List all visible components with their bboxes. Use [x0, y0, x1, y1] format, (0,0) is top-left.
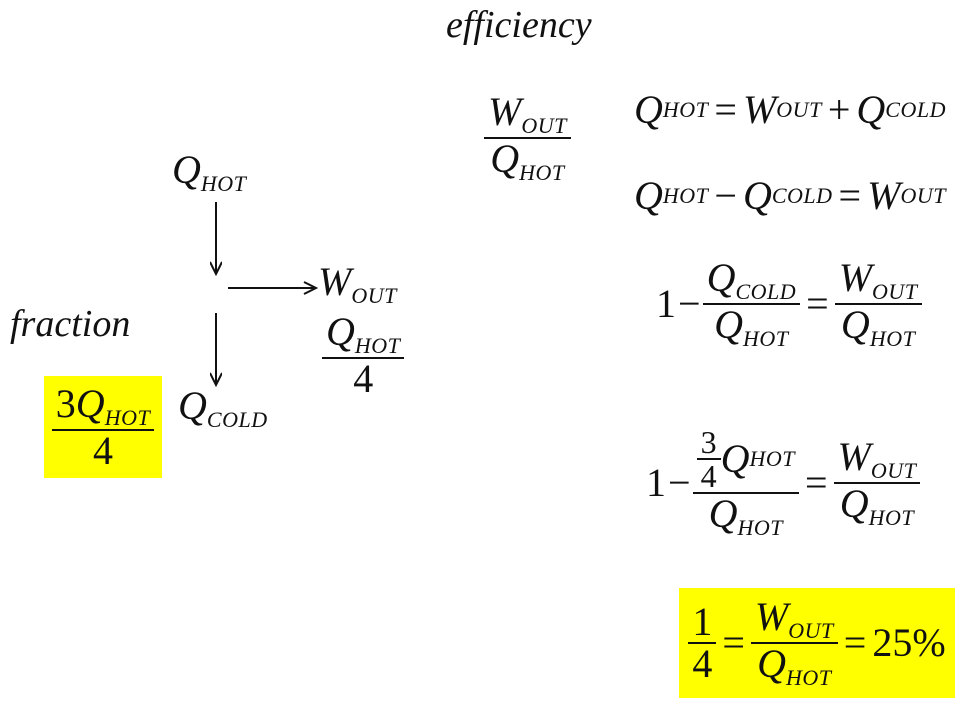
w-out-value-den: 4: [353, 356, 374, 401]
title-efficiency: efficiency: [446, 4, 592, 46]
efficiency-definition: WOUT QHOT: [484, 92, 571, 184]
result-num: 1: [692, 599, 713, 644]
eq3-f2-num-sub: OUT: [872, 279, 918, 304]
eq2-b-sub: COLD: [771, 183, 833, 208]
eq1-c-sub: COLD: [885, 97, 946, 122]
eq1-op1: =: [714, 87, 737, 132]
q-cold-value-den: 4: [93, 427, 113, 473]
eq4-f1-num-sub: HOT: [749, 446, 795, 471]
result-f-num-sub: OUT: [788, 618, 834, 643]
eq4-f2-num-sub: OUT: [870, 457, 917, 483]
eq2-b: Q: [742, 173, 772, 218]
eq1-a: Q: [634, 87, 663, 132]
eq1-op2: +: [827, 87, 851, 132]
eq3-one: 1: [656, 281, 676, 326]
eq4-minus: −: [668, 459, 691, 505]
w-out-main: W: [318, 259, 352, 304]
q-cold-sub: COLD: [206, 407, 268, 432]
q-cold-value-coef: 3: [55, 380, 76, 426]
arrow-down-hot-icon: [209, 202, 223, 277]
eq3-f2-num: W: [838, 255, 873, 300]
eq2-a-sub: HOT: [662, 183, 709, 208]
arrow-down-cold-icon: [209, 313, 223, 388]
eq2-c-sub: OUT: [900, 183, 946, 208]
eq3-f1-den-sub: HOT: [743, 326, 789, 351]
q-cold-label: QCOLD: [178, 386, 268, 431]
eff-num-sub: OUT: [521, 113, 567, 138]
q-cold-value-highlight: 3QHOT 4: [44, 376, 162, 478]
fraction-label: fraction: [10, 303, 131, 345]
eq1-a-sub: HOT: [662, 97, 709, 122]
eq1-c: Q: [856, 87, 886, 132]
eq3-eq: =: [806, 281, 829, 326]
q-hot-main: Q: [172, 147, 201, 192]
q-cold-main: Q: [178, 383, 207, 428]
result-den: 4: [692, 641, 713, 686]
fraction-bar: [51, 428, 155, 431]
result-eq2: =: [843, 620, 867, 665]
w-out-value-fraction: QHOT 4: [322, 309, 405, 401]
eq4-f1-den-sub: HOT: [737, 515, 783, 540]
eq4-one: 1: [646, 459, 666, 505]
w-out-label: WOUT: [318, 262, 397, 307]
w-out-value-num-main: Q: [326, 309, 355, 354]
fraction-bar: [834, 303, 922, 305]
fraction-bar: [322, 357, 405, 359]
eq4-inner-num: 3: [700, 424, 717, 460]
fraction-bar: [484, 137, 571, 139]
eq2-op1: −: [714, 173, 737, 218]
eq4-eq: =: [804, 459, 828, 505]
eff-num-main: W: [488, 89, 522, 134]
result-eq1: =: [722, 620, 745, 665]
eq4-f2-den: Q: [839, 480, 869, 526]
fraction-bar: [688, 642, 717, 644]
result-f-den-sub: HOT: [786, 665, 832, 690]
w-out-sub: OUT: [351, 283, 397, 308]
result-percent: 25%: [872, 620, 946, 665]
fraction-bar: [750, 642, 838, 644]
arrow-right-work-icon: [228, 281, 319, 295]
eff-den-main: Q: [490, 136, 520, 181]
result-f-den: Q: [757, 641, 787, 686]
equation-ratio-form: 1 − QCOLD QHOT = WOUT QHOT: [656, 258, 922, 350]
eq3-f1-den: Q: [714, 302, 744, 347]
eq4-f2-num: W: [837, 433, 871, 479]
eq3-minus: −: [678, 281, 701, 326]
eq1-b: W: [742, 87, 777, 132]
eq2-c: W: [867, 173, 901, 218]
eq4-f1-den: Q: [708, 491, 738, 536]
result-f-num: W: [754, 594, 789, 639]
q-hot-sub: HOT: [200, 171, 247, 196]
eq4-f2-den-sub: HOT: [868, 504, 915, 530]
w-out-value-num-sub: HOT: [354, 333, 401, 358]
q-hot-label: QHOT: [172, 150, 246, 195]
eq3-f1-num-sub: COLD: [735, 279, 797, 304]
fraction-bar: [833, 481, 921, 484]
eq3-f1-num: Q: [706, 255, 736, 300]
eq3-f2-den: Q: [840, 302, 870, 347]
eq4-f1-num: Q: [720, 436, 750, 481]
eq1-b-sub: OUT: [776, 97, 822, 122]
eq2-a: Q: [634, 173, 663, 218]
fraction-bar: [702, 303, 801, 305]
eq2-op2: =: [838, 173, 862, 218]
eq3-f2-den-sub: HOT: [869, 326, 916, 351]
q-cold-value-num-main: Q: [75, 380, 105, 426]
eff-den-sub: HOT: [519, 160, 565, 185]
q-cold-value-num-sub: HOT: [104, 404, 151, 430]
eq4-inner-den: 4: [700, 458, 717, 494]
fraction-bar: [696, 458, 721, 460]
result-highlight: 1 4 = WOUT QHOT = 25%: [679, 588, 955, 698]
fraction-bar: [692, 492, 799, 494]
